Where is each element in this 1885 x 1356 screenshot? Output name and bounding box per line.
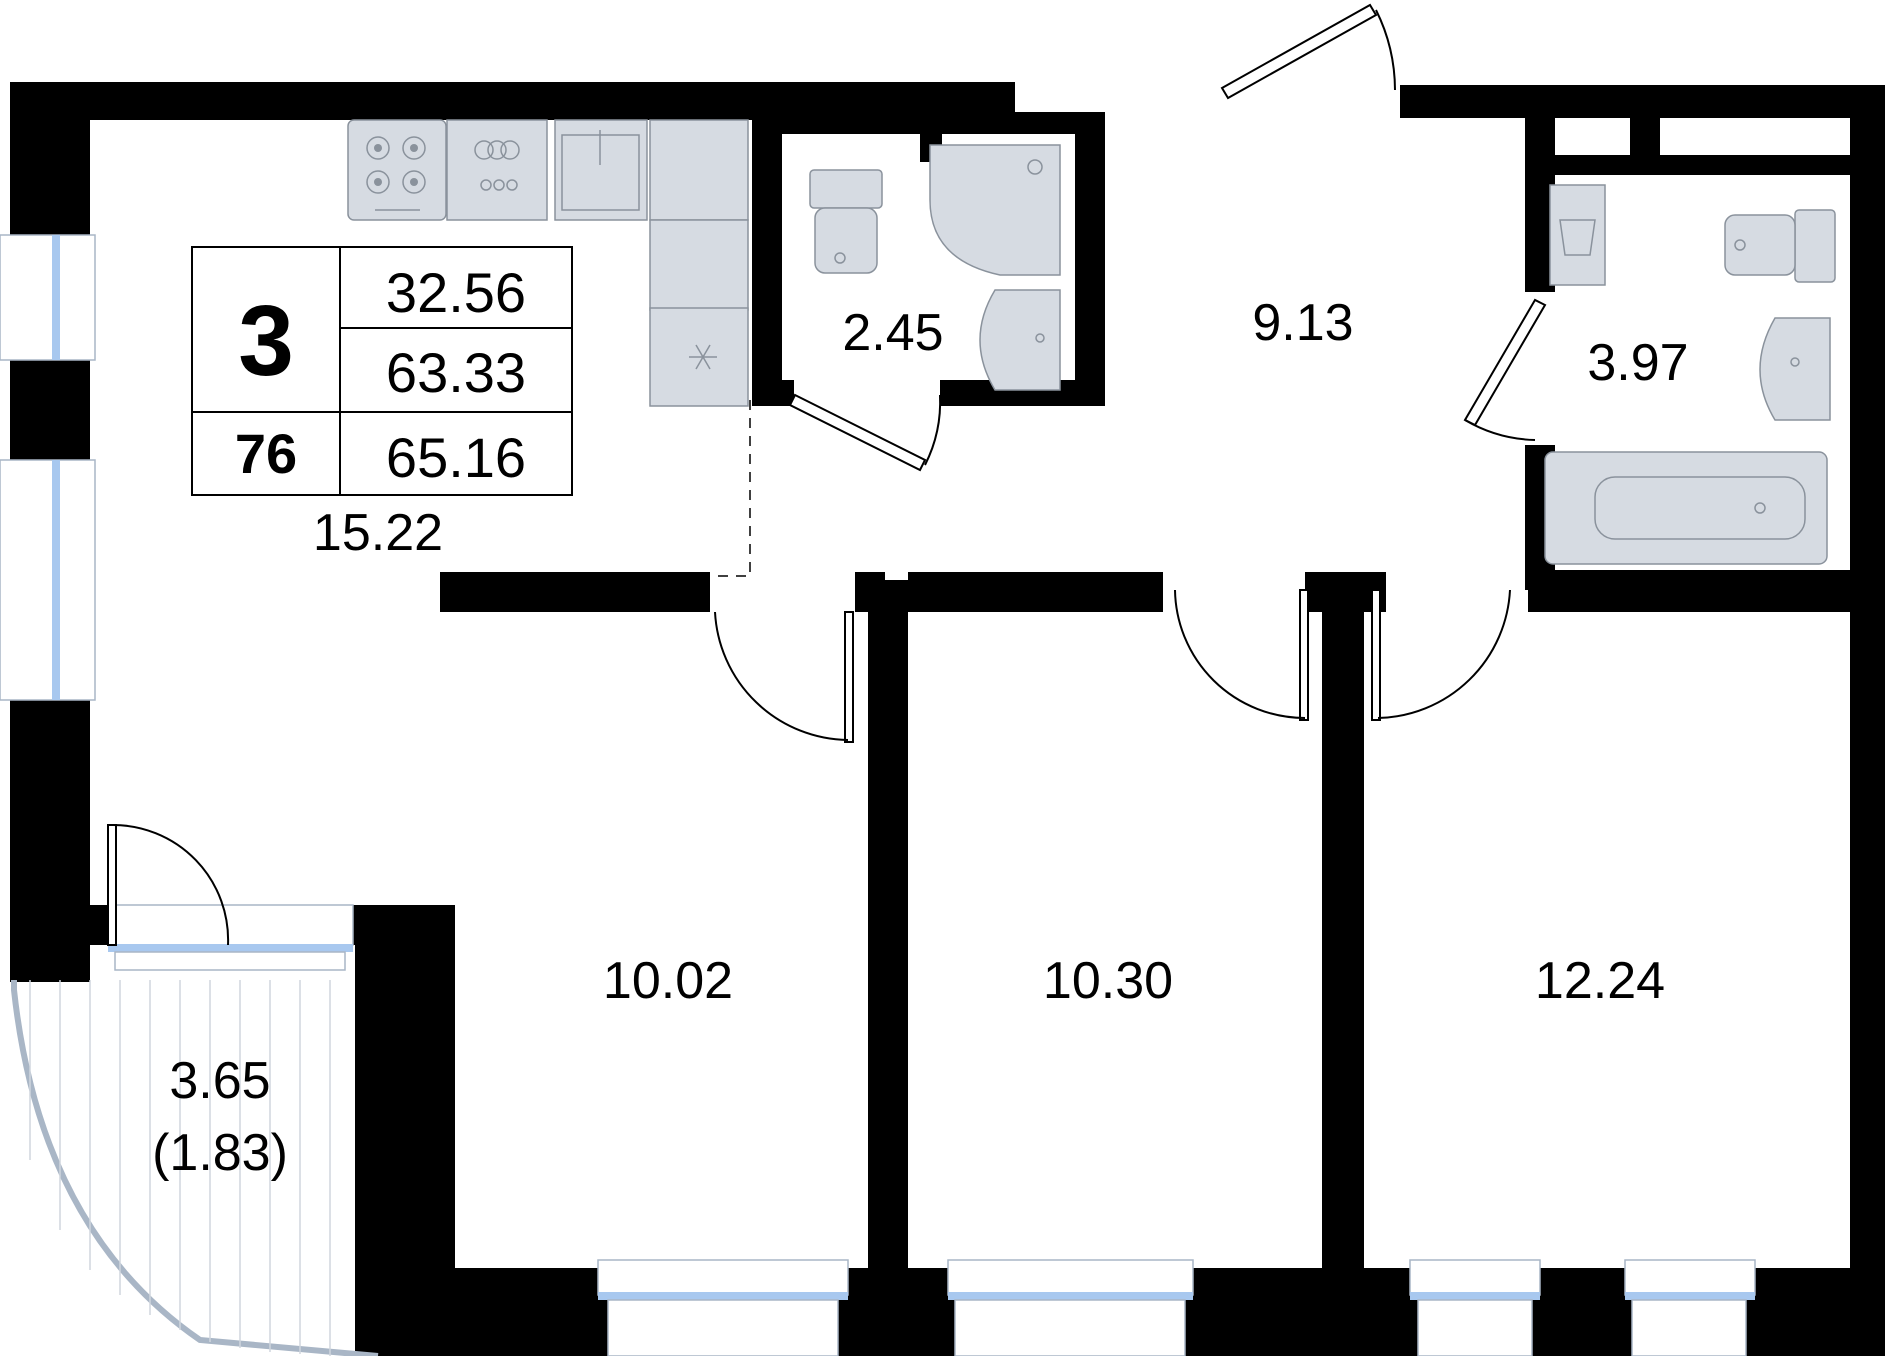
room-area-bedroom-3: 12.24	[1535, 952, 1665, 1010]
bathroom-fixtures	[1544, 184, 1836, 565]
bath-toilet-icon	[1724, 209, 1836, 283]
wc-sink-icon	[979, 289, 1061, 391]
bathtub-icon	[1544, 451, 1828, 565]
dishwasher-icon	[446, 119, 548, 221]
living-area: 32.56	[386, 261, 526, 324]
toilet-icon	[809, 169, 883, 274]
doors	[107, 3, 1547, 946]
room-area-bedroom-1: 10.02	[603, 952, 733, 1010]
apartment-number: 76	[235, 422, 297, 485]
room-area-balcony: 3.65	[169, 1052, 270, 1110]
door-bathroom	[1463, 298, 1547, 441]
rooms-count: 3	[238, 285, 294, 397]
door-bedroom-1	[714, 611, 854, 743]
stove-icon	[347, 119, 447, 221]
counter-top	[649, 119, 749, 311]
window-bedroom-3b	[1624, 1259, 1756, 1356]
bath-sink-icon	[1759, 317, 1831, 421]
total-area-with-balcony: 65.16	[386, 426, 526, 489]
room-area-kitchen-living: 15.22	[313, 504, 443, 562]
wc-fixtures	[809, 144, 1061, 391]
window-balcony-door	[107, 904, 354, 971]
window-bedroom-3a	[1409, 1259, 1541, 1356]
total-area: 63.33	[386, 341, 526, 404]
shower-icon	[929, 144, 1061, 276]
kitchen-sink-icon	[554, 119, 648, 221]
door-bedroom-3	[1371, 589, 1511, 721]
balcony-outline	[11, 980, 379, 1356]
room-area-bathroom: 3.97	[1587, 334, 1688, 392]
washing-machine-icon	[1549, 184, 1606, 286]
room-area-balcony-reduced: (1.83)	[152, 1124, 288, 1182]
windows	[0, 234, 1756, 1356]
info-table: 3 76 32.56 63.33 65.16	[191, 246, 573, 496]
window-bedroom-2	[947, 1259, 1194, 1356]
room-area-bedroom-2: 10.30	[1043, 952, 1173, 1010]
window-left-lower	[0, 459, 96, 701]
window-bedroom-1	[597, 1259, 849, 1356]
door-balcony	[107, 823, 230, 946]
kitchen-fixtures	[347, 119, 749, 407]
fridge-icon	[649, 307, 749, 407]
kitchen-zone-line	[705, 400, 751, 577]
room-labels: 15.22 2.45 9.13 3.97 10.02 10.30 12.24 3…	[152, 294, 1689, 1182]
window-left-upper	[0, 234, 96, 361]
room-area-wc: 2.45	[842, 304, 943, 362]
room-area-hall: 9.13	[1252, 294, 1353, 352]
door-entrance	[1220, 3, 1396, 100]
door-wc	[788, 393, 942, 472]
door-bedroom-2	[1174, 589, 1309, 721]
